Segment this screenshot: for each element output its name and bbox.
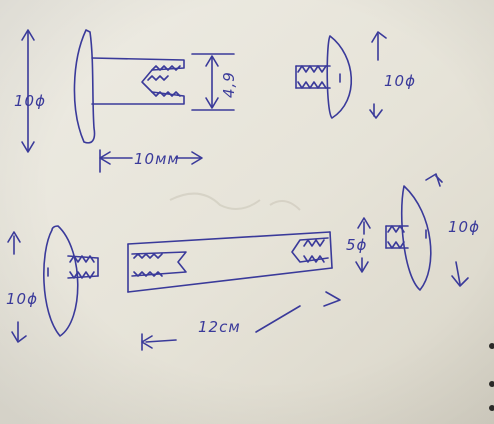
paper-bleed-through <box>169 192 301 211</box>
bottom-tube-part <box>127 231 333 293</box>
label-top-head-diameter: 10ϕ <box>14 92 46 110</box>
bottom-right-screw-part <box>385 185 432 291</box>
bottom-left-dimension-arrow <box>7 231 27 343</box>
top-head-dimension-arrow <box>21 29 35 153</box>
top-screw-part <box>295 35 353 119</box>
binder-holes <box>489 343 494 411</box>
label-top-screw-diameter: 10ϕ <box>384 72 416 90</box>
label-bottom-right-diameter: 10ϕ <box>448 218 480 236</box>
bottom-length-dimension-arrow <box>141 291 341 351</box>
bottom-thread-dimension-arrow <box>355 217 371 273</box>
top-length-dimension-arrow <box>99 149 203 173</box>
label-bottom-left-diameter: 10ϕ <box>6 290 38 308</box>
label-bottom-tube-length: 12см <box>198 318 241 336</box>
top-shaft-dimension-arrow <box>191 53 235 111</box>
top-screw-dimension-arrow <box>369 31 387 119</box>
label-bottom-thread-diameter: 5ϕ <box>346 236 367 254</box>
bottom-left-screw-part <box>43 225 99 337</box>
bottom-right-dimension-arrow <box>425 173 469 287</box>
label-top-shaft-length: 10мм <box>134 150 180 168</box>
label-top-shaft-diameter: 4,9 <box>220 71 238 98</box>
top-socket-part <box>73 29 185 144</box>
